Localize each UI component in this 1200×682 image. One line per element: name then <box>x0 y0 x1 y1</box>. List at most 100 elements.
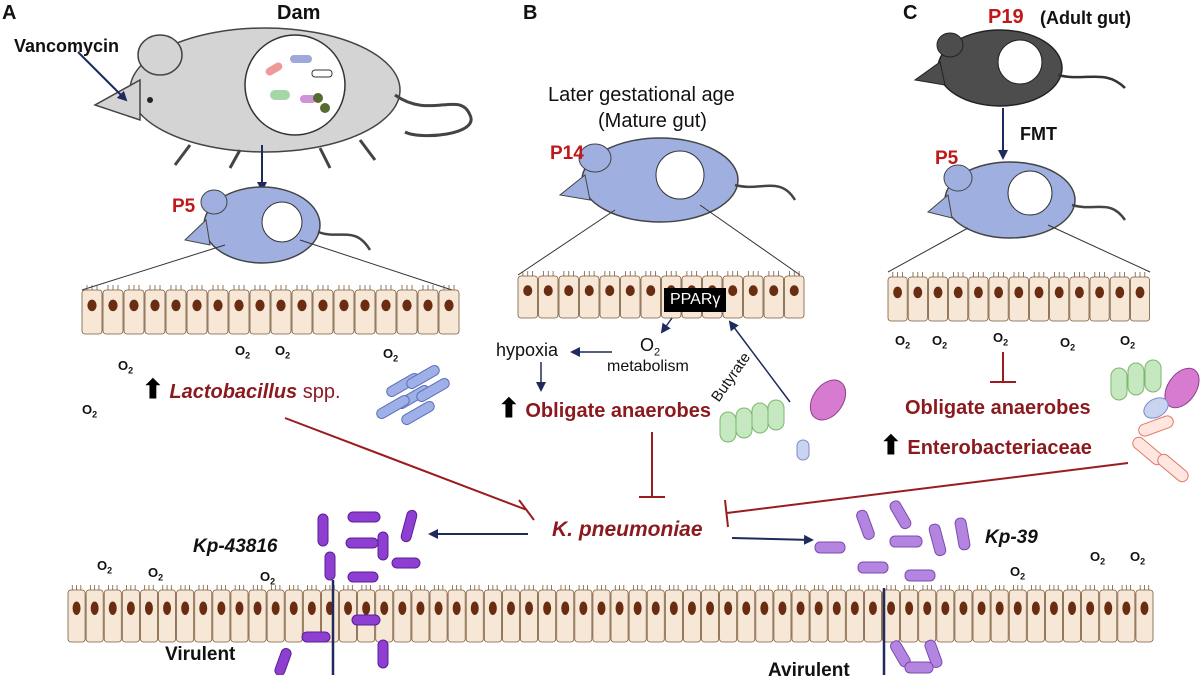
panel-c-letter: C <box>903 2 918 24</box>
cell-nucleus <box>72 601 81 615</box>
microvilli <box>252 585 263 590</box>
epithelial-cell <box>845 589 864 643</box>
cell-nucleus <box>488 601 497 615</box>
epithelial-cell <box>990 589 1009 643</box>
microvilli <box>583 271 595 276</box>
kp-43816-label: Kp-43816 <box>193 536 278 557</box>
microvilli <box>1013 585 1023 590</box>
epithelial-cell <box>411 589 430 643</box>
cell-nucleus <box>905 601 914 615</box>
cell-nucleus <box>307 601 316 615</box>
microvilli <box>289 585 299 590</box>
epithelial-cell <box>1049 276 1070 322</box>
epithelium-bottom <box>67 585 1154 643</box>
epithelial-cell <box>558 275 579 319</box>
cell-nucleus <box>669 601 678 615</box>
epithelial-cell <box>743 275 764 319</box>
epithelial-cell <box>176 589 195 643</box>
cell-nucleus <box>1054 286 1064 299</box>
microvilli <box>380 285 392 290</box>
epithelial-cell <box>773 589 792 643</box>
cell-nucleus <box>651 601 660 615</box>
epithelial-cell <box>791 589 810 643</box>
kp-label: K. pneumoniae <box>552 518 703 541</box>
fmt-label: FMT <box>1020 124 1057 144</box>
cell-nucleus <box>728 285 738 297</box>
epithelial-cell <box>1130 276 1151 322</box>
epithelial-cell <box>158 589 177 643</box>
microvilli <box>723 585 733 590</box>
cell-nucleus <box>253 601 262 615</box>
cell-nucleus <box>832 601 841 615</box>
microvilli <box>727 271 739 276</box>
microvilli <box>275 285 287 290</box>
cell-nucleus <box>276 299 286 312</box>
cell-nucleus <box>163 601 172 615</box>
microvilli <box>958 585 969 590</box>
microvilli <box>604 271 616 276</box>
microvilli <box>524 585 534 590</box>
epithelium-b <box>517 271 805 319</box>
microvilli <box>632 585 643 590</box>
epithelial-cell <box>948 276 969 322</box>
cell-nucleus <box>1074 286 1084 299</box>
microvilli <box>578 585 589 590</box>
zoom-line-b-left <box>517 209 616 276</box>
epithelial-cell <box>312 289 334 335</box>
lactobacillus-icon <box>376 365 450 425</box>
epithelial-cell <box>538 589 557 643</box>
microvilli <box>149 285 161 290</box>
epithelial-cell <box>574 589 593 643</box>
epithelial-cell <box>1109 276 1130 322</box>
cell-nucleus <box>1140 601 1149 615</box>
cell-nucleus <box>893 286 903 299</box>
microvilli <box>560 585 570 590</box>
zoom-line-b-right <box>699 204 801 276</box>
cell-nucleus <box>402 299 412 312</box>
microvilli <box>904 585 914 590</box>
vancomycin-label: Vancomycin <box>14 36 120 56</box>
microvilli <box>170 285 182 290</box>
cell-nucleus <box>217 601 226 615</box>
inhibition-lines <box>284 417 1129 528</box>
epithelial-cell <box>918 589 937 643</box>
microvilli <box>687 585 697 590</box>
epithelial-cell <box>827 589 846 643</box>
epithelial-cell <box>393 589 412 643</box>
microvilli <box>795 585 806 590</box>
microvilli <box>788 271 800 276</box>
o2-label-d1: O2 <box>97 558 113 576</box>
cell-nucleus <box>760 601 769 615</box>
donor-mouse-icon <box>913 29 1126 107</box>
cell-nucleus <box>1014 286 1024 299</box>
cell-nucleus <box>1115 286 1125 299</box>
kp-39-label: Kp-39 <box>985 527 1038 548</box>
microvilli <box>705 585 715 590</box>
microvilli <box>832 585 842 590</box>
epithelial-cell <box>186 289 208 335</box>
epithelial-cell <box>579 275 600 319</box>
cell-nucleus <box>381 299 391 312</box>
microvilli <box>1134 272 1146 277</box>
epithelial-cell <box>228 289 250 335</box>
microvilli <box>563 271 575 276</box>
epithelial-cell <box>628 589 647 643</box>
anaerobe-cluster-c-icon <box>1110 359 1200 419</box>
microvilli <box>433 585 444 590</box>
epithelial-cell <box>1026 589 1045 643</box>
cell-nucleus <box>543 285 553 297</box>
epithelial-cell <box>483 589 502 643</box>
age-p5-a: P5 <box>172 196 196 217</box>
cell-nucleus <box>1034 286 1044 299</box>
microvilli <box>645 271 657 276</box>
cell-nucleus <box>87 299 97 312</box>
gestational-age-title: Later gestational age <box>548 84 735 106</box>
microvilli <box>162 585 172 590</box>
microvilli <box>144 585 154 590</box>
obligate-anaerobes-b-label: Obligate anaerobes <box>525 400 711 422</box>
enterobacteriaceae-label: Enterobacteriaceae <box>907 437 1092 459</box>
cell-nucleus <box>561 601 570 615</box>
epithelial-cell <box>144 289 166 335</box>
o2-label-c5: O2 <box>1120 333 1136 351</box>
epithelial-cell <box>1063 589 1082 643</box>
